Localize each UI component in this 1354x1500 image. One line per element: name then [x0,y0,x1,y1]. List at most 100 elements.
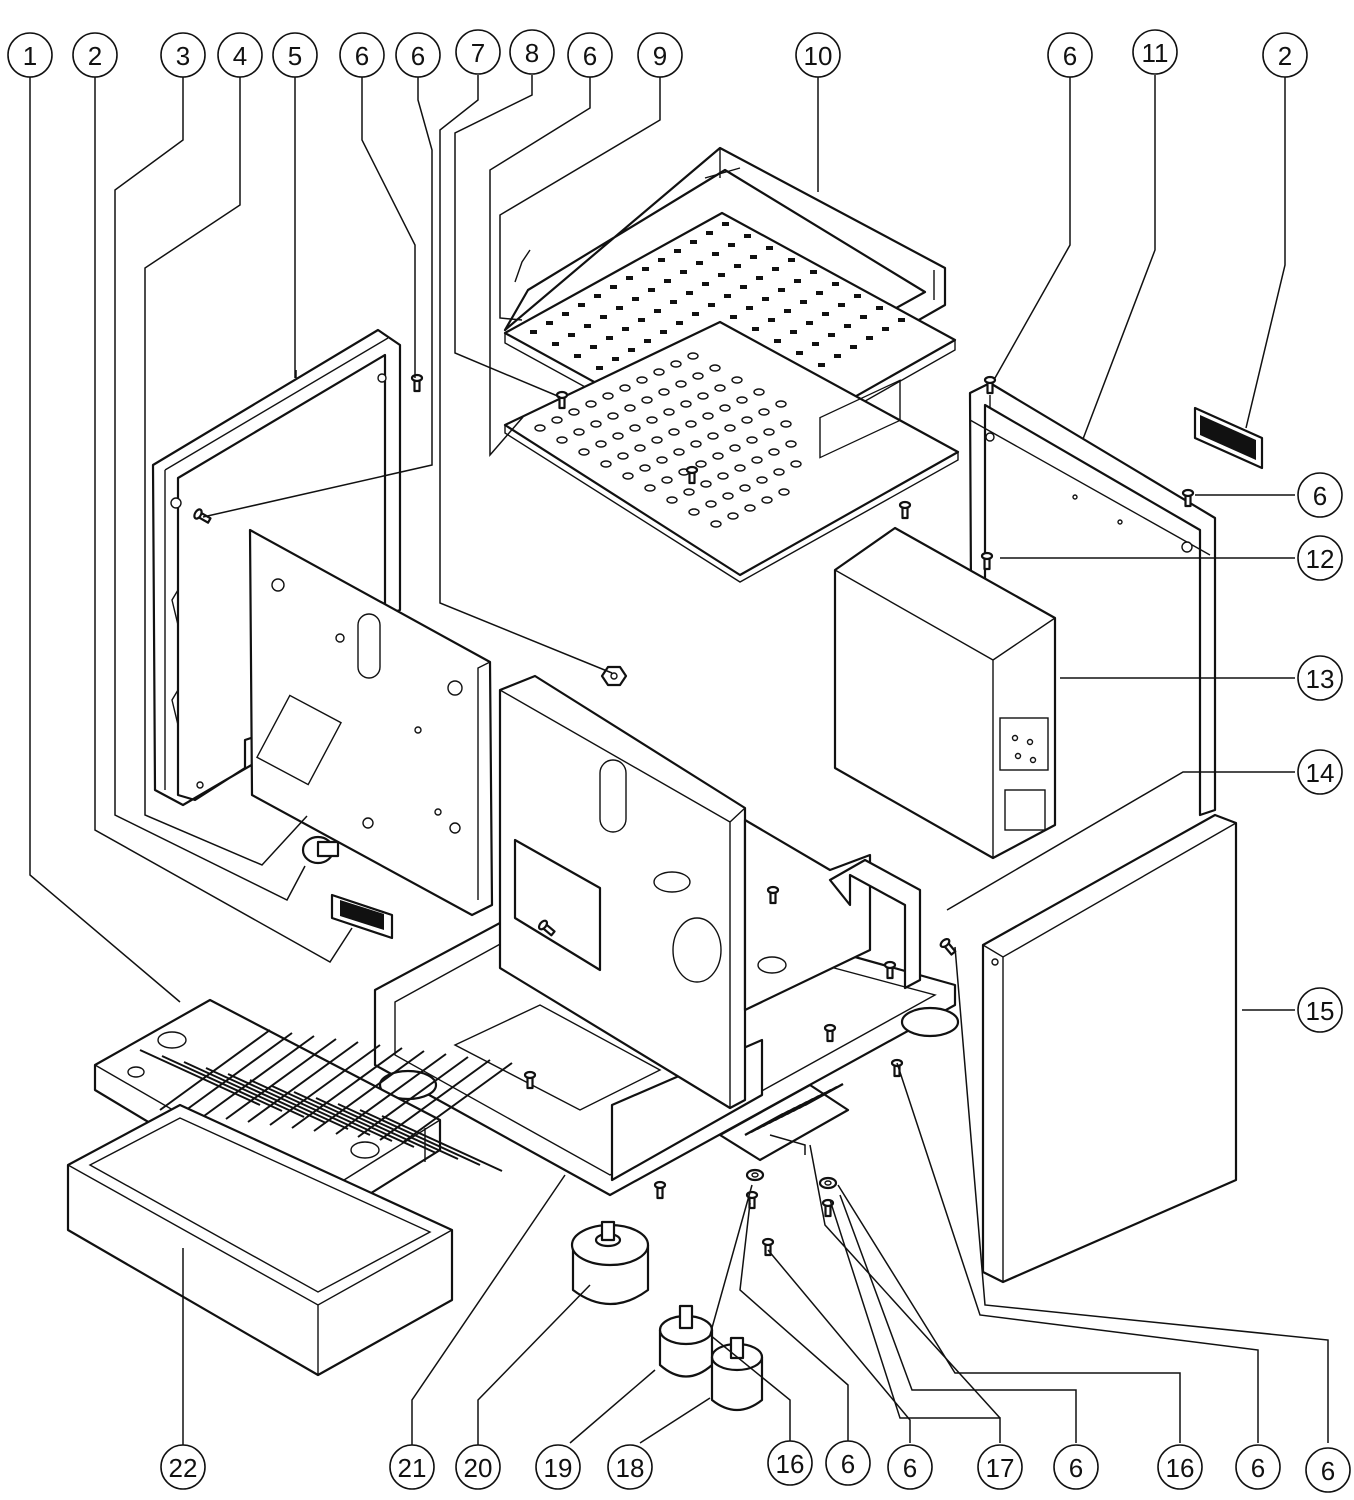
plate-hole [768,448,780,456]
screw [523,1070,537,1090]
tray-slot [812,342,819,346]
callout-c14: 14 [1297,749,1343,795]
callout-number: 10 [804,41,833,71]
callout-number: 13 [1306,664,1335,694]
grate-bar [247,1041,359,1123]
grate-bar [139,1049,261,1106]
grate-bar [225,1038,337,1120]
callout-c1: 1 [7,32,53,78]
tray-slot [794,279,801,283]
screw [898,500,912,520]
plate-hole [761,496,773,504]
callout-number: 6 [411,41,425,71]
screw [939,937,957,956]
tray-slot [762,297,769,301]
callout-c3: 3 [160,32,206,78]
tray-slot [784,309,791,313]
screw [983,375,997,395]
plate-hole [707,432,719,440]
plate-hole [551,416,563,424]
callout-c6j: 6 [1305,1447,1351,1493]
tray-slot [876,306,883,310]
tray-slot [712,252,719,256]
plate-hole [744,504,756,512]
callout-c22: 22 [160,1444,206,1490]
tray-slot [628,348,635,352]
grate-bar [381,1115,503,1172]
plate-hole [727,512,739,520]
tray-slot [632,297,639,301]
part-21-center-frame [498,674,922,1110]
plate-hole [607,412,619,420]
tray-slot [660,330,667,334]
plate-hole [773,468,785,476]
grate-bar [249,1079,371,1136]
part-5-left-frame [151,328,402,807]
plate-hole [734,464,746,472]
part-15-side-panel [981,813,1238,1284]
tray-slot [594,294,601,298]
grate-bar [335,1053,447,1135]
tray-slot [800,300,807,304]
tray-slot [810,270,817,274]
screw [766,885,780,905]
tray-slot [596,366,603,370]
callout-number: 21 [398,1453,427,1483]
tray-slot [606,336,613,340]
plate-hole [617,452,629,460]
tray-slot [664,279,671,283]
callout-number: 3 [176,41,190,71]
callout-number: 6 [1321,1456,1335,1486]
plate-hole [658,388,670,396]
callout-number: 2 [1278,41,1292,71]
callout-c5: 5 [272,32,318,78]
tray-slot [638,318,645,322]
plate-hole [758,408,770,416]
callout-number: 22 [169,1453,198,1483]
tray-slot [898,318,905,322]
plate-hole [634,444,646,452]
grate-bar [159,1029,271,1111]
callout-c9: 9 [637,32,683,78]
part-17-vent-grille [718,1082,850,1162]
callout-c18: 18 [607,1444,653,1490]
screw [685,465,699,485]
grate-bar [293,1091,415,1148]
tray-slot [644,339,651,343]
callout-number: 11 [1142,38,1169,68]
tray-slot [546,321,553,325]
callout-c6a: 6 [339,32,385,78]
tray-slot [568,333,575,337]
screw [653,1180,667,1200]
callout-c6c: 6 [567,32,613,78]
callout-number: 7 [471,38,485,68]
callout-number: 4 [233,41,247,71]
part-2-badge-right [1193,406,1264,470]
tray-slot [796,351,803,355]
plate-hole [619,384,631,392]
plate-hole [661,476,673,484]
tray-slot [600,315,607,319]
plate-hole [700,480,712,488]
tray-slot [610,285,617,289]
tray-slot [774,339,781,343]
tray-slot [768,318,775,322]
screw [761,1237,775,1257]
tray-slot [622,327,629,331]
callout-number: 20 [464,1453,493,1483]
tray-slot [816,291,823,295]
tray-slot [530,330,537,334]
callout-number: 6 [841,1449,855,1479]
tray-slot [680,270,687,274]
callout-number: 6 [355,41,369,71]
callout-c19: 19 [535,1444,581,1490]
tray-slot [584,324,591,328]
tray-slot [866,336,873,340]
callout-c6g: 6 [887,1444,933,1490]
tray-slot [850,345,857,349]
plate-hole [763,428,775,436]
washer [745,1168,765,1182]
plate-hole [714,384,726,392]
screw [537,919,556,937]
plate-hole [719,404,731,412]
